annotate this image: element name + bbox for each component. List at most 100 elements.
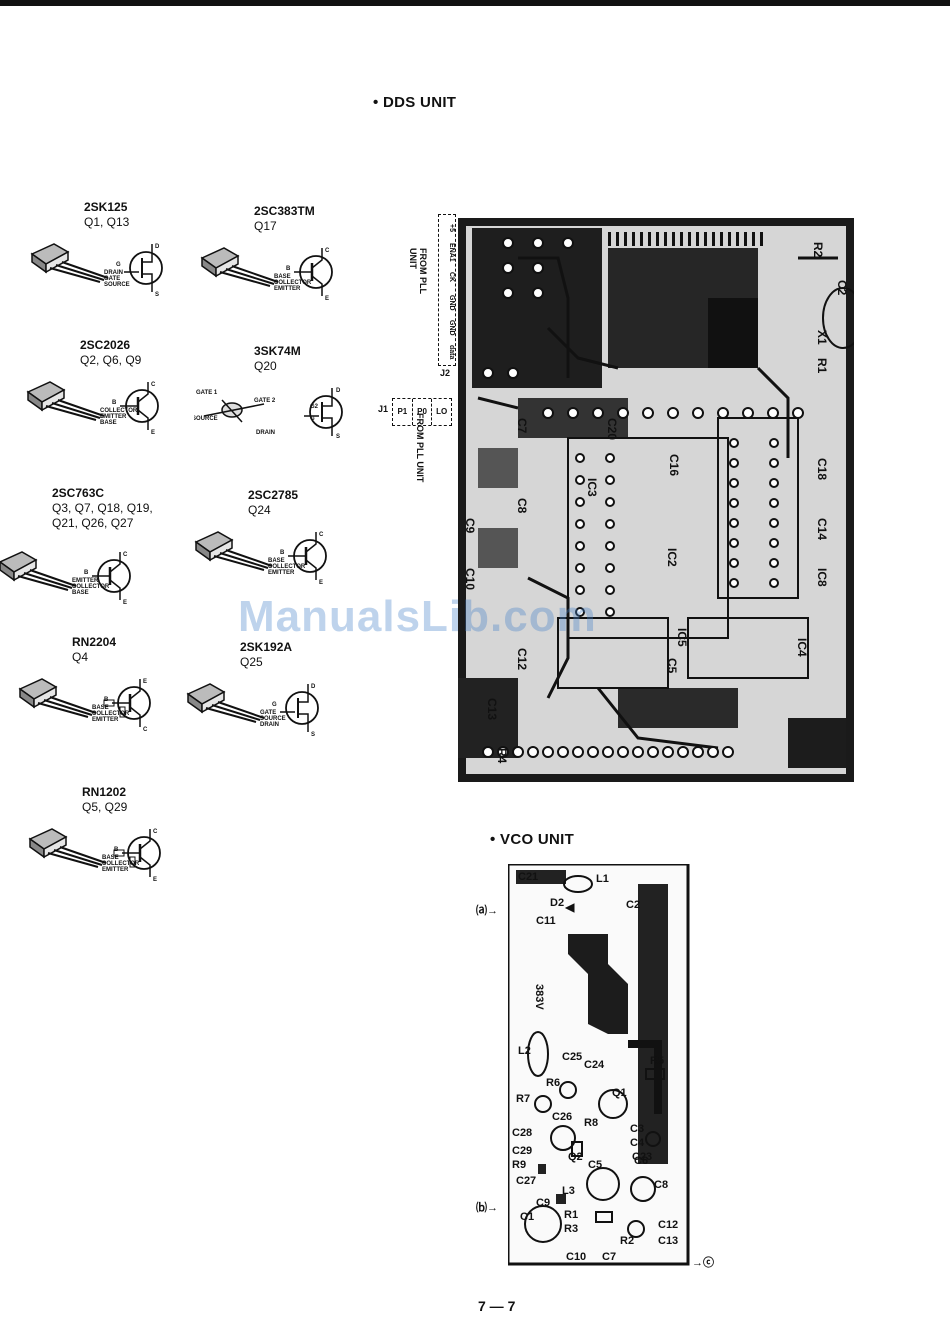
vco-component-label: C2	[626, 899, 640, 911]
pad	[729, 438, 739, 448]
pad	[642, 407, 654, 419]
pad	[605, 563, 615, 573]
svg-text:EMITTER: EMITTER	[268, 570, 295, 576]
vco-unit-title: • VCO UNIT	[490, 831, 575, 848]
vco-component-label: C3	[630, 1123, 644, 1135]
svg-text:GATE: GATE	[260, 710, 276, 716]
transistor-name: 2SK125	[84, 200, 128, 214]
edge-pad	[572, 746, 584, 758]
svg-text:D: D	[311, 684, 316, 690]
vco-component-label: Q2	[568, 1151, 583, 1163]
svg-text:G: G	[272, 702, 277, 708]
pad	[769, 558, 779, 568]
vco-component-label: C1	[520, 1211, 534, 1223]
edge-pad	[722, 746, 734, 758]
dds-component-label: C12	[515, 648, 529, 670]
svg-text:C: C	[319, 532, 324, 538]
vco-marker-b: ⒝→	[476, 1202, 498, 1214]
svg-text:E: E	[143, 679, 147, 685]
pad	[502, 262, 514, 274]
svg-text:C: C	[123, 552, 128, 558]
svg-text:EMITTER: EMITTER	[102, 867, 129, 873]
pad	[575, 607, 585, 617]
dds-unit-title: • DDS UNIT	[373, 94, 457, 111]
svg-text:G2: G2	[310, 404, 319, 410]
svg-text:B: B	[114, 847, 119, 853]
svg-text:D: D	[155, 244, 160, 250]
pad	[729, 578, 739, 588]
svg-text:GATE 2: GATE 2	[254, 398, 276, 404]
pad	[567, 407, 579, 419]
transistor-name: 2SK192A	[240, 640, 293, 654]
dds-component-label: IC8	[815, 568, 829, 587]
dds-component-label: C16	[667, 454, 681, 476]
pad	[742, 407, 754, 419]
edge-pad	[527, 746, 539, 758]
pad	[482, 367, 494, 379]
edge-pad	[677, 746, 689, 758]
svg-text:DRAIN: DRAIN	[256, 430, 275, 436]
pad	[575, 453, 585, 463]
pad	[769, 438, 779, 448]
pad	[769, 538, 779, 548]
svg-text:B: B	[84, 570, 89, 576]
svg-text:G: G	[310, 416, 315, 422]
vco-component-label: C28	[512, 1127, 532, 1139]
svg-text:SOURCE: SOURCE	[104, 282, 130, 288]
pad	[729, 518, 739, 528]
vco-component-label: Q1	[612, 1087, 627, 1099]
vco-component-label: C13	[658, 1235, 678, 1247]
transistor-name: RN2204	[72, 635, 117, 649]
svg-text:E: E	[319, 580, 323, 586]
svg-text:BASE: BASE	[274, 274, 291, 280]
vco-component-label: C29	[512, 1145, 532, 1157]
edge-pad	[512, 746, 524, 758]
dds-component-label: C8	[515, 498, 529, 514]
dds-component-label: C5	[665, 658, 679, 674]
j2-pin: GND	[448, 319, 455, 336]
svg-text:EMITTER: EMITTER	[92, 717, 119, 723]
svg-text:COLLECTOR: COLLECTOR	[102, 861, 140, 867]
transistor-name: 2SC2785	[248, 488, 299, 502]
pad	[717, 407, 729, 419]
svg-text:B: B	[286, 266, 291, 272]
dds-component-label: IC2	[665, 548, 679, 567]
edge-pad	[587, 746, 599, 758]
pad	[605, 607, 615, 617]
svg-text:C: C	[153, 829, 158, 835]
svg-text:COLLECTOR: COLLECTOR	[72, 584, 110, 590]
vco-component-label: L3	[562, 1185, 575, 1197]
svg-text:S: S	[336, 434, 340, 440]
dds-component-label: C18	[815, 458, 829, 480]
transistor-name: 2SC383TM	[254, 204, 315, 218]
pad	[575, 563, 585, 573]
transistor-refs: Q5, Q29	[82, 800, 128, 814]
pad	[532, 287, 544, 299]
svg-text:DRAIN: DRAIN	[104, 270, 123, 276]
edge-pad	[632, 746, 644, 758]
svg-text:D: D	[336, 388, 341, 394]
transistor-name: 2SC763C	[52, 486, 105, 500]
svg-text:BASE: BASE	[72, 590, 89, 596]
edge-pad	[557, 746, 569, 758]
svg-text:B: B	[104, 697, 109, 703]
svg-text:BASE: BASE	[100, 420, 117, 426]
j1-label: J1	[378, 404, 389, 414]
svg-text:EMITTER: EMITTER	[100, 414, 127, 420]
pad	[605, 585, 615, 595]
pad	[729, 538, 739, 548]
vco-component-label: C9	[536, 1197, 550, 1209]
pad	[532, 262, 544, 274]
transistor-refs: Q1, Q13	[84, 215, 130, 229]
page-number: 7 — 7	[478, 1298, 516, 1314]
svg-text:E: E	[153, 877, 157, 883]
